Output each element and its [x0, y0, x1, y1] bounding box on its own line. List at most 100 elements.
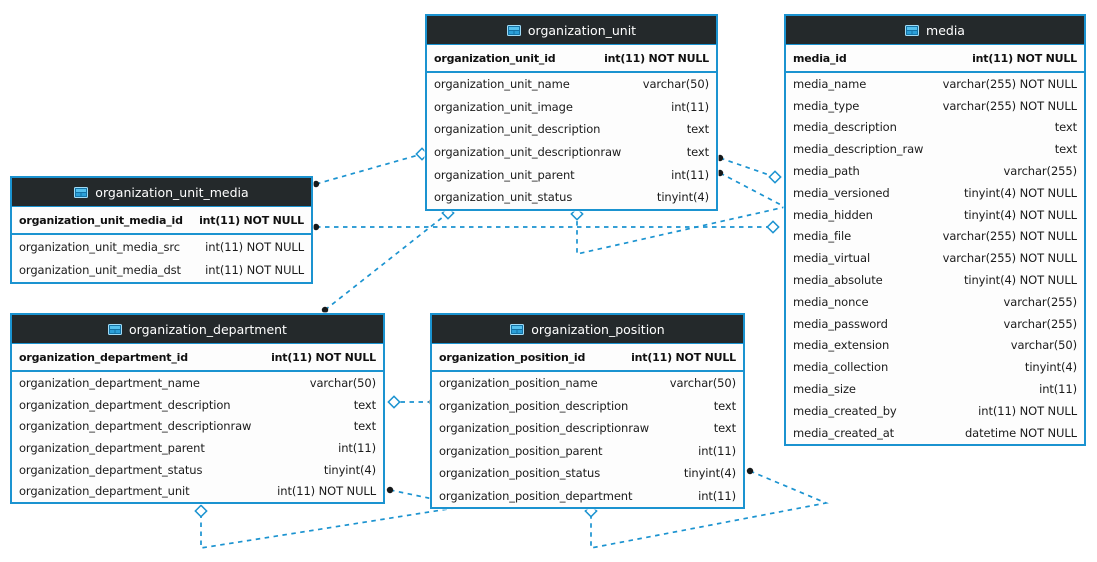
relation-line-organization_unit_media-to-organization_unit[interactable]: [315, 153, 423, 185]
pk-column-type: int(11) NOT NULL: [604, 51, 709, 65]
column-type: varchar(255) NOT NULL: [942, 229, 1077, 244]
column-name: media_password: [793, 316, 888, 331]
table-header-organization_unit[interactable]: organization_unit: [427, 16, 716, 45]
column-name: media_description: [793, 120, 897, 135]
pk-column-name: organization_department_id: [19, 350, 188, 364]
table-title: organization_unit_media: [95, 184, 249, 200]
relation-line-organization_unit-to-media[interactable]: [719, 157, 776, 178]
relation-dot-marker: [312, 223, 320, 231]
column-name: organization_position_description: [439, 398, 629, 413]
table-header-organization_department[interactable]: organization_department: [12, 315, 383, 344]
table-title: media: [926, 22, 965, 38]
table-header-media[interactable]: media: [786, 16, 1084, 45]
column-row[interactable]: media_hidden tinyint(4) NOT NULL: [786, 204, 1084, 226]
relation-dot-marker: [312, 180, 320, 188]
column-name: media_path: [793, 164, 860, 179]
column-type: text: [713, 398, 736, 413]
column-type: text: [353, 397, 376, 412]
column-name: organization_department_descriptionraw: [19, 419, 252, 434]
relation-diamond-marker: [768, 170, 782, 184]
column-name: organization_position_department: [439, 488, 633, 503]
relation-diamond-marker: [766, 220, 780, 234]
column-name: media_size: [793, 382, 856, 397]
column-name: organization_position_status: [439, 466, 601, 481]
relation-diamond-marker: [415, 147, 429, 161]
column-type: int(11) NOT NULL: [978, 403, 1077, 418]
column-name: media_created_at: [793, 425, 895, 440]
column-type: text: [353, 419, 376, 434]
column-name: media_description_raw: [793, 142, 924, 157]
column-name: organization_unit_description: [434, 122, 601, 137]
column-type: int(11): [671, 167, 709, 182]
relation-line-organization_unit-to-organization_unit[interactable]: [576, 172, 788, 256]
table-header-organization_position[interactable]: organization_position: [432, 315, 743, 344]
relation-line-organization_position-to-organization_position[interactable]: [590, 470, 829, 550]
table-header-organization_unit_media[interactable]: organization_unit_media: [12, 178, 311, 207]
pk-column-name: media_id: [793, 51, 847, 65]
column-type: int(11): [698, 443, 736, 458]
relation-dot-marker: [716, 169, 724, 177]
column-type: text: [713, 421, 736, 436]
column-name: organization_department_parent: [19, 440, 205, 455]
column-row[interactable]: organization_department_description text: [12, 394, 383, 416]
table-title: organization_position: [531, 321, 665, 337]
column-type: text: [1054, 142, 1077, 157]
column-type: varchar(255): [1003, 294, 1078, 309]
column-name: organization_department_description: [19, 397, 231, 412]
column-name: media_virtual: [793, 251, 871, 266]
table-icon: [506, 24, 521, 36]
column-row[interactable]: organization_position_description text: [432, 395, 743, 418]
column-row[interactable]: media_description_raw text: [786, 138, 1084, 160]
column-row[interactable]: organization_department_descriptionraw te…: [12, 415, 383, 437]
column-name: organization_position_name: [439, 376, 598, 391]
column-name: media_hidden: [793, 207, 873, 222]
column-row[interactable]: organization_position_parent int(11): [432, 440, 743, 463]
table-organization_position[interactable]: organization_position organization_positi…: [430, 313, 745, 509]
relation-line-organization_department-to-organization_department[interactable]: [200, 489, 468, 549]
column-name: media_type: [793, 98, 860, 113]
column-type: tinyint(4) NOT NULL: [963, 207, 1077, 222]
table-organization_unit_media[interactable]: organization_unit_media organization_unit…: [10, 176, 313, 284]
column-type: int(11) NOT NULL: [277, 484, 376, 499]
column-name: organization_position_parent: [439, 443, 603, 458]
